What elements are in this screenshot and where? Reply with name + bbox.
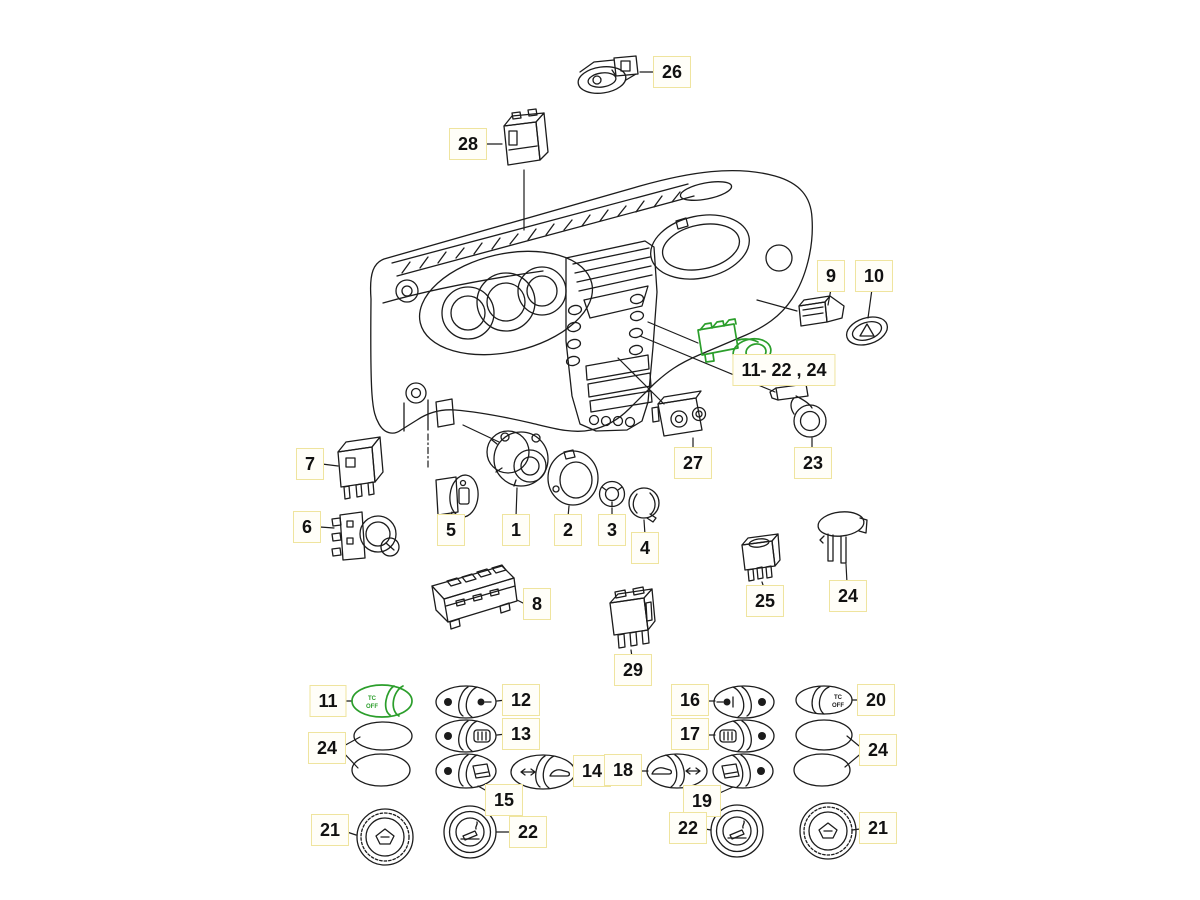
callout-22-right[interactable]: 22 [668, 812, 708, 844]
part-3-nut [598, 480, 626, 508]
callout-12[interactable]: 12 [501, 684, 541, 716]
part-24-blank-button [793, 753, 851, 787]
part-17-switch-button [713, 719, 775, 753]
part-28-relay [503, 108, 549, 166]
callout-1[interactable]: 1 [501, 514, 531, 546]
callout-3[interactable]: 3 [597, 514, 627, 546]
dimmer-icon [818, 822, 838, 839]
part-21-dimmer-knob [799, 802, 857, 860]
part-24-blank-button [351, 753, 411, 787]
part-1-headlight-switch [486, 430, 549, 487]
callout-6[interactable]: 6 [292, 511, 322, 543]
part-14-switch-button [510, 754, 576, 790]
part-26-bracket [577, 55, 639, 94]
callout-25[interactable]: 25 [745, 585, 785, 617]
callout-11[interactable]: 11 [309, 685, 347, 717]
cigarette-lighter-icon [460, 821, 480, 841]
part-4-knob [628, 487, 660, 523]
part-12-switch-button [435, 685, 497, 719]
part-6-switch [331, 511, 400, 561]
part-2-bezel-ring [547, 449, 599, 506]
callout-17[interactable]: 17 [670, 718, 710, 750]
part-19-switch-button [712, 753, 774, 789]
callout-11-22-24[interactable]: 11- 22 , 24 [732, 354, 836, 386]
part-22-lighter-knob [443, 805, 497, 859]
callout-24-left[interactable]: 24 [307, 732, 347, 764]
part-24-blank-cap [817, 511, 868, 564]
callout-4[interactable]: 4 [630, 532, 660, 564]
part-15-switch-button [435, 753, 497, 789]
part-8-connector-block [431, 564, 518, 630]
callout-26[interactable]: 26 [652, 56, 692, 88]
callout-28[interactable]: 28 [448, 128, 488, 160]
callout-10[interactable]: 10 [854, 260, 894, 292]
part-11-tc-off-button-highlighted: TC OFF [351, 684, 413, 718]
callout-15[interactable]: 15 [484, 784, 524, 816]
callout-29[interactable]: 29 [613, 654, 653, 686]
part-5-switch [435, 474, 479, 518]
part-18-switch-button [646, 753, 708, 789]
callout-21-left[interactable]: 21 [310, 814, 350, 846]
callout-23[interactable]: 23 [793, 447, 833, 479]
tc-off-label: TC OFF [832, 695, 844, 709]
tc-off-label: TC OFF [366, 696, 378, 710]
callout-2[interactable]: 2 [553, 514, 583, 546]
callout-24-right[interactable]: 24 [858, 734, 898, 766]
car-profile-icon [549, 769, 571, 777]
svg-text:TC: TC [368, 696, 377, 702]
svg-text:OFF: OFF [832, 703, 844, 709]
svg-text:OFF: OFF [366, 704, 378, 710]
leader-lines [319, 71, 873, 836]
callout-24-upper[interactable]: 24 [828, 580, 868, 612]
part-13-switch-button [435, 719, 497, 753]
callout-8[interactable]: 8 [522, 588, 552, 620]
callout-20[interactable]: 20 [856, 684, 896, 716]
spoiler-icon [721, 763, 740, 779]
part-25-switch [741, 533, 781, 582]
fog-light-icon [477, 698, 492, 706]
callout-5[interactable]: 5 [436, 514, 466, 546]
part-24-blank-button [353, 721, 413, 751]
fog-light-icon [716, 696, 734, 708]
part-20-tc-off-button: TC OFF [795, 685, 853, 715]
part-24-blank-button [795, 719, 853, 751]
callout-27[interactable]: 27 [673, 447, 713, 479]
part-29-switch [609, 586, 656, 649]
callout-16[interactable]: 16 [670, 684, 710, 716]
dimmer-icon [375, 828, 395, 845]
part-16-switch-button [713, 685, 775, 719]
heated-window-icon [473, 729, 491, 743]
part-21-dimmer-knob [356, 808, 414, 866]
part-9-switch [798, 295, 845, 327]
spoiler-icon [472, 763, 491, 779]
double-arrow-icon [685, 767, 701, 775]
callout-22-left[interactable]: 22 [508, 816, 548, 848]
cigarette-lighter-icon [727, 820, 747, 840]
dashboard-illustration [369, 169, 813, 434]
part-7-relay [337, 436, 384, 500]
part-22-lighter-knob [710, 804, 764, 858]
heated-window-icon [719, 729, 737, 743]
double-arrow-icon [520, 768, 536, 776]
callout-13[interactable]: 13 [501, 718, 541, 750]
part-27-switch [651, 390, 707, 437]
hazard-triangle-icon [859, 323, 875, 337]
callout-9[interactable]: 9 [816, 260, 846, 292]
car-profile-icon [651, 767, 673, 775]
callout-18[interactable]: 18 [603, 754, 643, 786]
callout-7[interactable]: 7 [295, 448, 325, 480]
part-10-hazard-switch [845, 316, 889, 346]
part-23-ignition-lock [769, 383, 827, 438]
svg-text:TC: TC [834, 695, 843, 701]
callout-21-right[interactable]: 21 [858, 812, 898, 844]
